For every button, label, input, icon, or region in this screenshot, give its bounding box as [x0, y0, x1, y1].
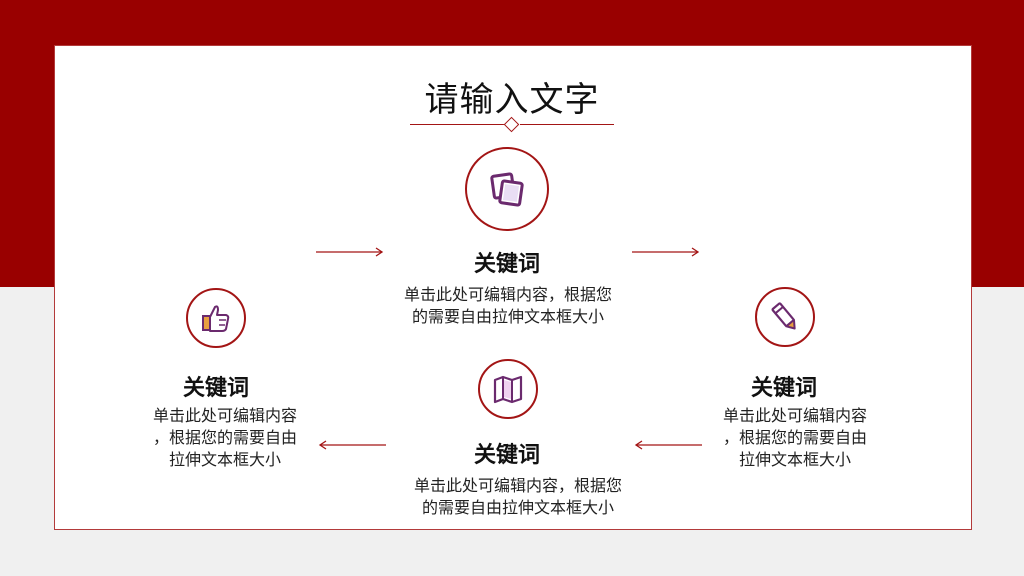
bottom-keyword[interactable]: 关键词 — [473, 443, 540, 468]
arrow-right-to-bottom — [634, 440, 702, 450]
arrow-bottom-to-left — [318, 440, 386, 450]
title-divider-left — [410, 124, 506, 125]
left-icon-circle — [186, 288, 246, 348]
top-icon-circle — [465, 147, 549, 231]
right-description[interactable]: 单击此处可编辑内容 ，根据您的需要自由 拉伸文本框大小 — [722, 406, 867, 469]
cards-icon — [490, 172, 524, 207]
right-icon-circle — [755, 287, 815, 347]
map-icon — [493, 375, 523, 404]
top-description[interactable]: 单击此处可编辑内容，根据您 的需要自由拉伸文本框大小 — [403, 285, 612, 326]
pencil-icon — [771, 302, 796, 330]
left-keyword[interactable]: 关键词 — [182, 376, 249, 401]
bottom-icon-circle — [478, 359, 538, 419]
slide-title[interactable]: 请输入文字 — [424, 80, 600, 120]
left-description[interactable]: 单击此处可编辑内容 ，根据您的需要自由 拉伸文本框大小 — [152, 406, 297, 469]
bottom-description[interactable]: 单击此处可编辑内容，根据您 的需要自由拉伸文本框大小 — [413, 476, 622, 517]
arrow-top-to-right — [632, 247, 700, 257]
thumbs-up-icon — [202, 305, 230, 332]
title-divider-right — [520, 124, 614, 125]
top-keyword[interactable]: 关键词 — [473, 252, 540, 277]
right-keyword[interactable]: 关键词 — [750, 376, 817, 401]
arrow-left-to-top — [316, 247, 384, 257]
